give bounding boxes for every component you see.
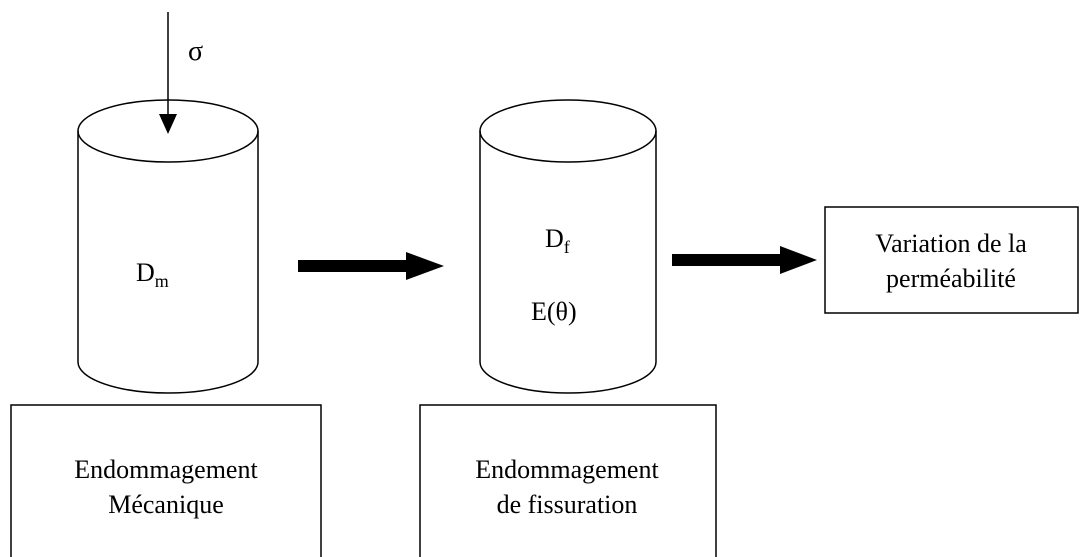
cylinder-cracking-body	[479, 131, 657, 394]
flow-arrow-2-head	[780, 246, 817, 274]
cylinder-mechanical-label: Dm	[136, 258, 169, 291]
cracking-damage-line1: Endommagement	[475, 455, 659, 484]
elastic-modulus-label: E(θ)	[531, 297, 577, 326]
mechanical-damage-line1: Endommagement	[74, 455, 258, 484]
flow-arrow-2	[672, 246, 817, 274]
flow-arrow-2-shaft	[672, 254, 782, 266]
flow-arrow-1	[298, 252, 444, 280]
permeability-line1: Variation de la	[875, 229, 1027, 258]
cracking-damage-box	[419, 404, 717, 557]
cracking-damage-line2: de fissuration	[497, 490, 638, 519]
damage-cracking-symbol: D	[545, 224, 564, 253]
permeability-line2: perméabilité	[886, 264, 1016, 293]
flow-arrow-1-head	[406, 252, 444, 280]
flow-arrow-1-shaft	[298, 260, 408, 272]
stress-arrow	[159, 12, 177, 134]
damage-mechanical-subscript: m	[155, 271, 169, 291]
damage-cracking-subscript: f	[564, 237, 570, 257]
cylinder-cracking-label: Df	[545, 224, 570, 257]
stress-arrow-head	[159, 114, 177, 134]
cylinder-mechanical-top	[77, 99, 259, 163]
damage-mechanical-symbol: D	[136, 258, 155, 287]
mechanical-damage-box	[10, 404, 322, 557]
cylinder-mechanical-body	[77, 131, 259, 394]
permeability-box	[824, 206, 1079, 314]
mechanical-damage-line2: Mécanique	[108, 490, 224, 519]
cylinder-cracking	[479, 99, 657, 394]
cylinder-cracking-top	[479, 99, 657, 163]
stress-symbol: σ	[188, 36, 203, 67]
cylinder-mechanical	[77, 99, 259, 394]
